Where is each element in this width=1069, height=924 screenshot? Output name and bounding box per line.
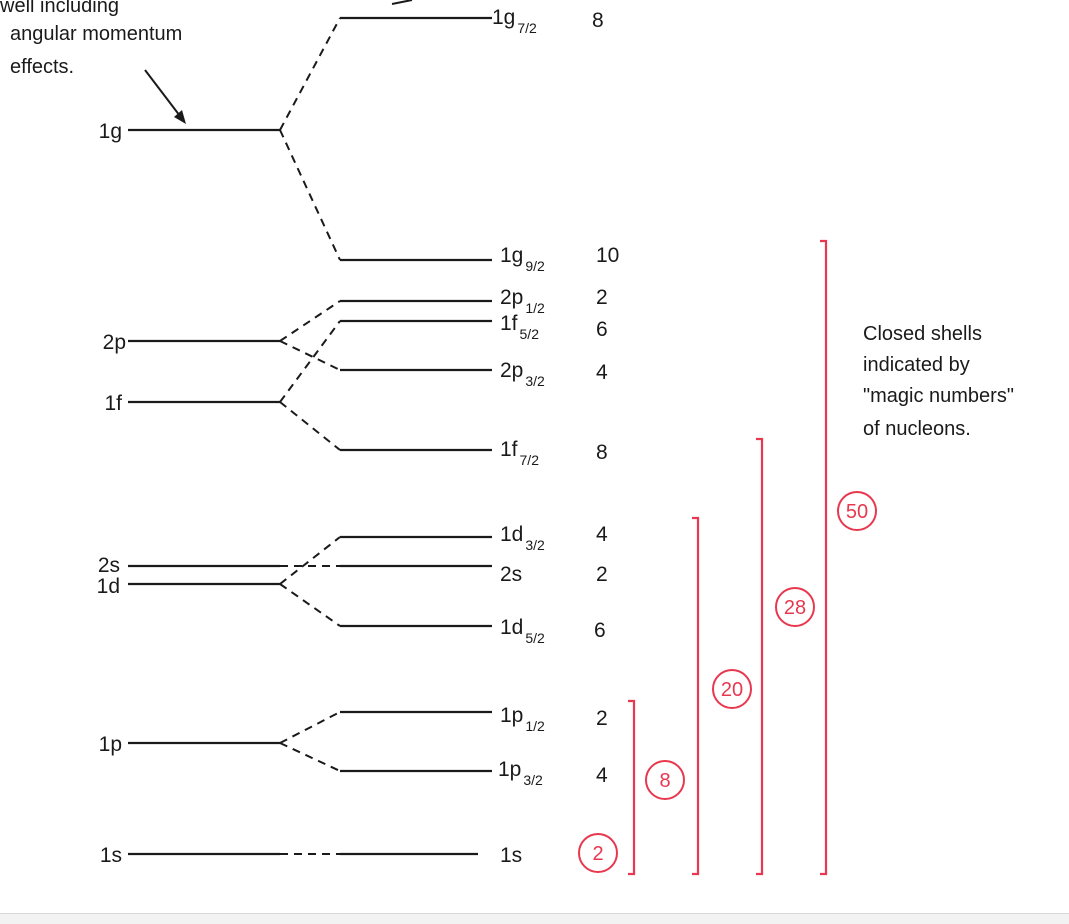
arrow-icon <box>391 0 413 5</box>
level-subscript: 5/2 <box>525 630 545 646</box>
left-levels: 1g 2p 1f 2s 1d 1p 1s <box>97 120 280 867</box>
connector <box>279 401 341 451</box>
level-label: 2s <box>500 563 522 586</box>
level-base: 1g <box>492 6 515 29</box>
magic-number: 20 <box>721 679 743 701</box>
magic-number: 50 <box>846 501 868 523</box>
level-base: 1p <box>498 758 521 781</box>
magic-number-badge: 2 <box>578 833 618 873</box>
connector <box>279 300 341 342</box>
degeneracy: 6 <box>596 318 608 341</box>
level-base: 1f <box>500 312 518 335</box>
level-subscript: 7/2 <box>517 20 537 36</box>
magic-number: 2 <box>592 843 603 865</box>
level-base: 1s <box>500 844 522 867</box>
note-top-line-1: well including <box>0 0 119 17</box>
connector <box>279 340 341 371</box>
magic-number: 28 <box>784 597 806 619</box>
level-subscript: 5/2 <box>520 326 540 342</box>
magic-number-badge: 50 <box>837 491 877 531</box>
magic-number-badge: 28 <box>775 587 815 627</box>
connector <box>279 129 341 261</box>
level-label: 1s <box>500 844 522 867</box>
degeneracy: 2 <box>596 707 608 730</box>
level-base: 1g <box>500 244 523 267</box>
note-right-line-1: Closed shells <box>863 323 982 345</box>
connector <box>279 320 341 403</box>
connector <box>279 583 341 627</box>
degeneracy: 2 <box>596 286 608 309</box>
level-subscript: 1/2 <box>525 300 545 316</box>
level-base: 1f <box>500 438 518 461</box>
degeneracy: 4 <box>596 764 608 787</box>
level-subscript: 1/2 <box>525 718 545 734</box>
annotation-top-left: well including angular momentum effects. <box>0 0 182 78</box>
level-base: 2p <box>500 359 523 382</box>
splitting-connectors <box>279 17 341 855</box>
connector <box>279 742 341 772</box>
bracket-28 <box>756 437 764 876</box>
bracket-8 <box>628 699 636 876</box>
level-base: 2p <box>500 286 523 309</box>
arrow-icon <box>144 69 186 124</box>
level-subscript: 9/2 <box>525 258 545 274</box>
magic-number-brackets <box>628 239 828 876</box>
degeneracy: 8 <box>592 9 604 32</box>
connector <box>279 17 341 131</box>
degeneracy: 4 <box>596 361 608 384</box>
degeneracy: 10 <box>596 244 619 267</box>
magic-number: 8 <box>659 770 670 792</box>
bracket-20 <box>692 516 700 876</box>
note-top-line-3: effects. <box>10 56 74 78</box>
level-subscript: 3/2 <box>523 772 543 788</box>
level-base: 1p <box>500 704 523 727</box>
degeneracy: 2 <box>596 563 608 586</box>
level-base: 2s <box>500 563 522 586</box>
note-top-line-2: angular momentum <box>10 23 182 45</box>
level-label: 1d <box>97 575 120 598</box>
level-label: 1s <box>100 844 122 867</box>
annotation-right: Closed shells indicated by "magic number… <box>863 323 1014 440</box>
note-right-line-3: "magic numbers" <box>863 385 1014 407</box>
magic-number-badge: 8 <box>645 760 685 800</box>
level-base: 1d <box>500 523 523 546</box>
level-label: 1g <box>99 120 122 143</box>
level-subscript: 7/2 <box>520 452 540 468</box>
degeneracy: 6 <box>594 619 606 642</box>
level-subscript: 3/2 <box>525 537 545 553</box>
note-right-line-4: of nucleons. <box>863 418 971 440</box>
level-label: 1p <box>99 733 122 756</box>
connector <box>279 711 341 744</box>
note-right-line-2: indicated by <box>863 354 970 376</box>
level-subscript: 3/2 <box>525 373 545 389</box>
degeneracy: 4 <box>596 523 608 546</box>
level-label: 2s <box>98 554 120 577</box>
bottom-border <box>0 913 1069 924</box>
level-label: 2p <box>103 331 126 354</box>
magic-number-badge: 20 <box>712 669 752 709</box>
level-label: 1f <box>104 392 122 415</box>
magic-numbers: 2 8 20 28 50 <box>578 491 877 873</box>
bracket-50 <box>820 239 828 876</box>
degeneracy: 8 <box>596 441 608 464</box>
level-base: 1d <box>500 616 523 639</box>
connector <box>279 536 341 585</box>
